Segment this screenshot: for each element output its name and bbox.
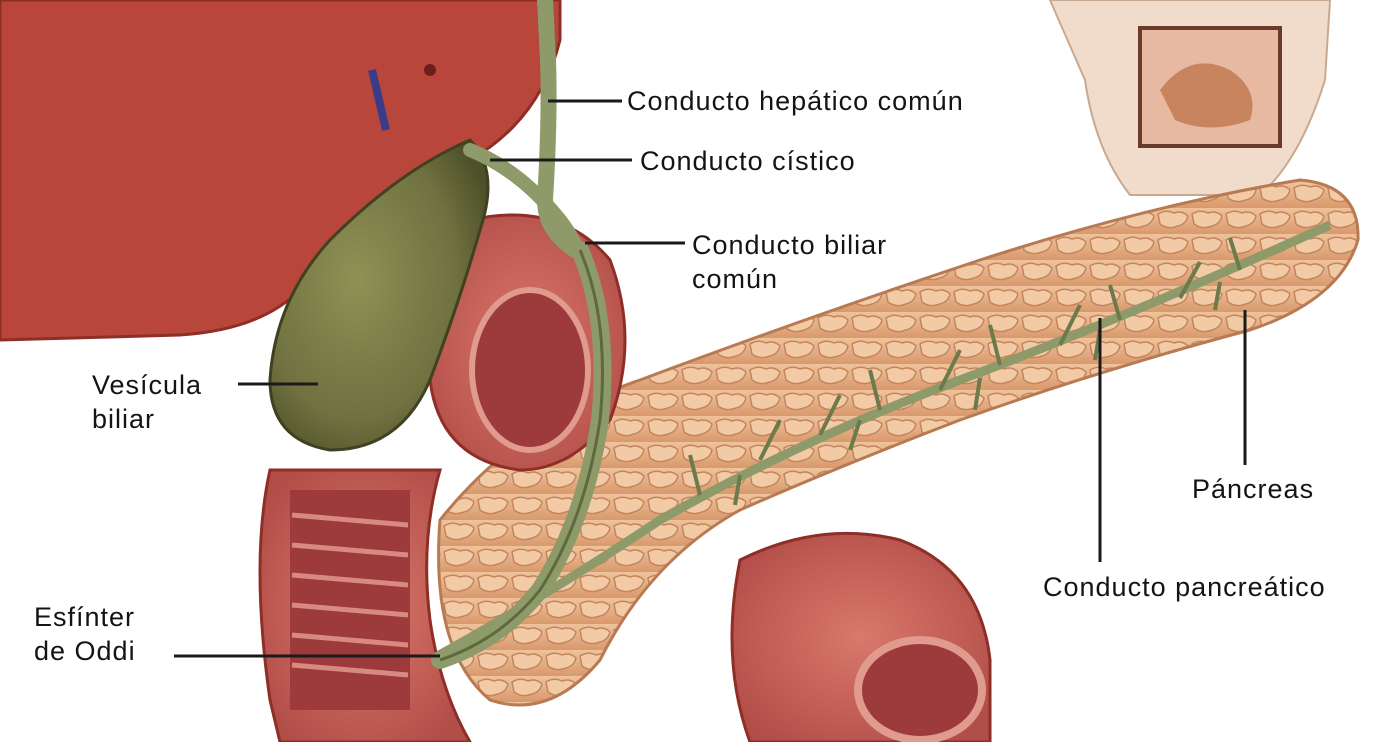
intestine-lumen — [472, 290, 588, 450]
label-cystic-duct: Conducto cístico — [640, 144, 856, 178]
label-common-bile-duct: Conducto biliar común — [692, 228, 887, 296]
label-sphincter: Esfínter de Oddi — [34, 600, 136, 668]
label-pancreatic-duct: Conducto pancreático — [1043, 570, 1326, 604]
label-hepatic-duct-text: Conducto hepático común — [627, 84, 964, 118]
label-sphincter-line1: Esfínter — [34, 600, 136, 634]
label-sphincter-line2: de Oddi — [34, 634, 136, 668]
label-pancreas: Páncreas — [1192, 472, 1314, 506]
label-hepatic-duct: Conducto hepático común — [627, 84, 964, 118]
label-cystic-duct-text: Conducto cístico — [640, 144, 856, 178]
liver-mark — [424, 64, 436, 76]
jejunum-lumen — [858, 640, 982, 740]
label-gallbladder-line1: Vesícula — [92, 368, 202, 402]
label-pancreatic-duct-text: Conducto pancreático — [1043, 570, 1326, 604]
label-gallbladder: Vesícula biliar — [92, 368, 202, 436]
label-common-bile-duct-line2: común — [692, 262, 887, 296]
label-common-bile-duct-line1: Conducto biliar — [692, 228, 887, 262]
label-gallbladder-line2: biliar — [92, 402, 202, 436]
label-pancreas-text: Páncreas — [1192, 472, 1314, 506]
